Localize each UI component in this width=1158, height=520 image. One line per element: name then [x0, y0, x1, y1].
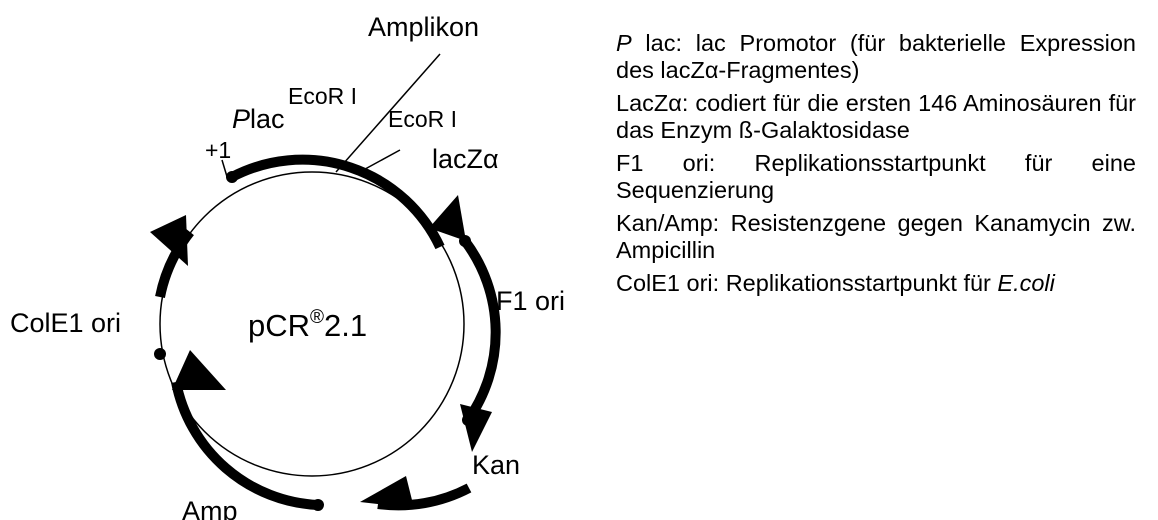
lacz-segment — [229, 154, 445, 250]
plasmid-backbone — [159, 171, 465, 477]
ecor1-right-leader-line — [355, 149, 401, 175]
boundary-dot — [312, 499, 324, 511]
legend-entry-cole1-ori: ColE1 ori: Replikationsstartpunkt für E.… — [616, 270, 1055, 296]
legend-entry-kan-amp: Kan/Amp: Resistenzgene gegen Kanamycin z… — [616, 210, 1136, 263]
boundary-dot — [459, 235, 471, 247]
boundary-dot — [226, 171, 238, 183]
plus-one-tick — [221, 159, 229, 181]
lacz-arrowhead — [429, 195, 466, 241]
plus-one-label: +1 — [205, 137, 231, 163]
kan-arrowhead — [360, 476, 414, 508]
amplikon-label: Amplikon — [368, 12, 479, 42]
amp-label: Amp — [182, 496, 238, 520]
ecor1-right-label: EcoR I — [388, 106, 457, 132]
cole1-ori-label: ColE1 ori — [10, 308, 121, 338]
ecor1-left-label: EcoR I — [288, 83, 357, 109]
amp-arrowhead — [172, 350, 226, 390]
boundary-dot — [154, 348, 166, 360]
legend-entry-f1-ori: F1 ori: Replikationsstartpunkt für eine … — [616, 150, 1136, 203]
plasmid-name-label: pCR®2.1 — [248, 307, 367, 343]
cole1-ori-arrowhead — [150, 215, 188, 266]
boundary-dot — [462, 414, 474, 426]
amp-segment — [171, 381, 319, 510]
f1-ori-arrowhead — [460, 404, 492, 452]
kan-label: Kan — [472, 450, 520, 480]
plac-label: Plac — [232, 104, 285, 134]
legend-text: P lac: lac Promotor (für bakterielle Exp… — [616, 30, 1136, 303]
legend-entry-lacz: LacZα: codiert für die ersten 146 Aminos… — [616, 90, 1136, 143]
f1-ori-segment — [461, 237, 501, 423]
legend-entry-plac: P lac: lac Promotor (für bakterielle Exp… — [616, 30, 1136, 83]
amplikon-leader-line — [335, 53, 441, 173]
lacz-label: lacZα — [432, 144, 499, 174]
f1-ori-label: F1 ori — [496, 286, 565, 316]
plasmid-map: Amplikon EcoR I EcoR I Plac +1 lacZα F1 … — [10, 12, 565, 520]
